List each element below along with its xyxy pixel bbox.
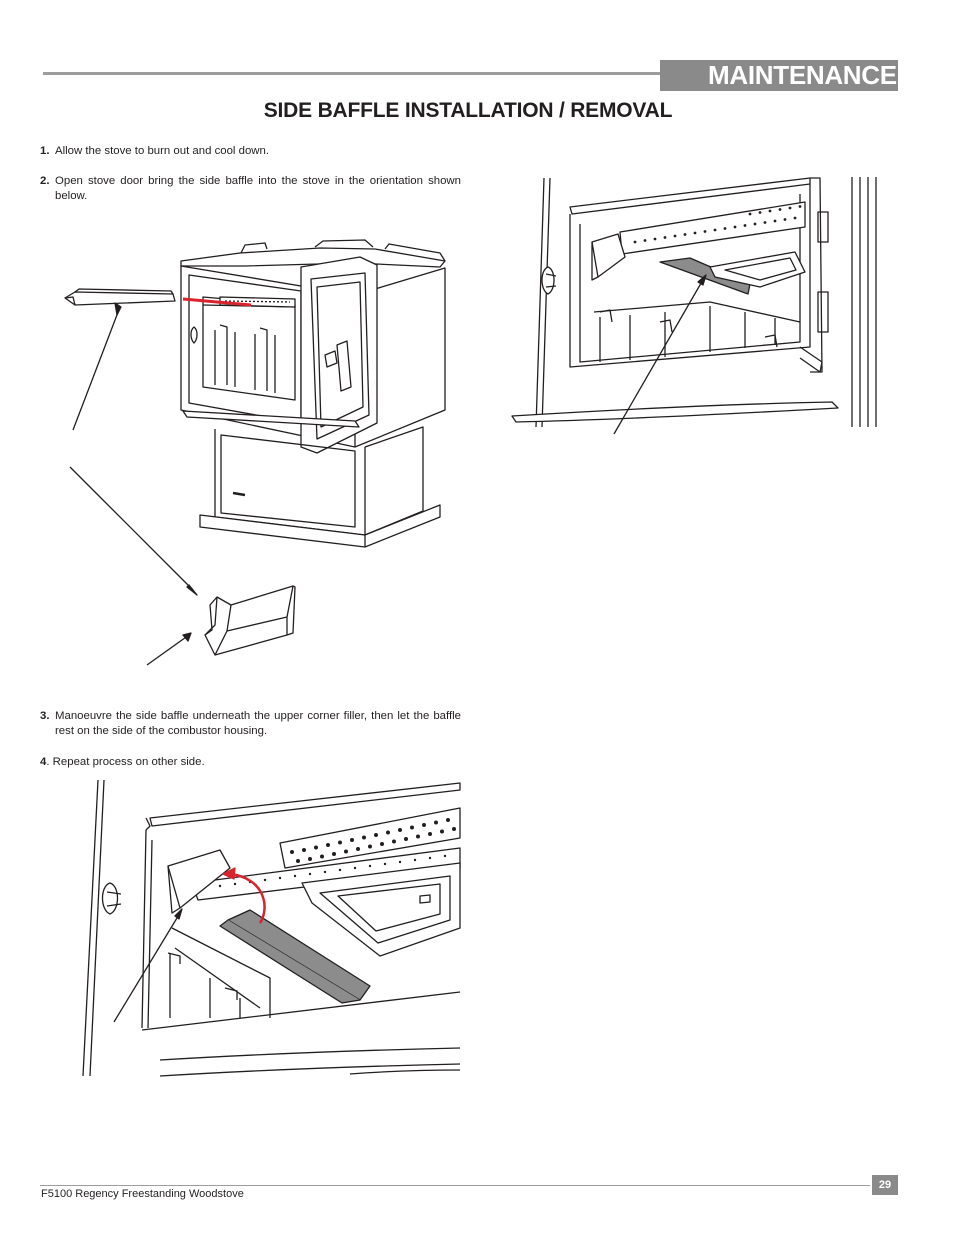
step-text: Manoeuvre the side baffle underneath the… [55,710,461,737]
footer-product-name: F5100 Regency Freestanding Woodstove [41,1188,244,1200]
baffle-in-stove-figure [510,172,885,437]
page-title: SIDE BAFFLE INSTALLATION / REMOVAL [263,99,673,122]
section-tab: MAINTENANCE [660,60,898,91]
step-2: 2. Open stove door bring the side baffle… [40,174,461,204]
step-number: 4 [40,756,47,768]
side-baffle-flat-piece [65,289,175,305]
header-rule [43,72,663,75]
step-number: 2. [40,175,50,187]
step-3: 3. Manoeuvre the side baffle underneath … [40,709,461,739]
step-1: 1. Allow the stove to burn out and cool … [40,144,461,159]
footer-rule [40,1185,870,1186]
step-text-4: 4. Repeat process on other side. [40,756,205,768]
step-text: Open stove door bring the side baffle in… [55,175,461,202]
step-text: . Repeat process on other side. [46,756,205,768]
baffle-under-filler-figure [80,778,462,1080]
stove-open-door-figure [55,235,460,685]
step-text: Allow the stove to burn out and cool dow… [55,145,270,157]
step-number: 3. [40,710,50,722]
step-4: 4. Repeat process on other side. [40,755,461,770]
page-number: 29 [872,1175,898,1195]
side-baffle-angled-piece [205,586,295,655]
step-number: 1. [40,145,50,157]
